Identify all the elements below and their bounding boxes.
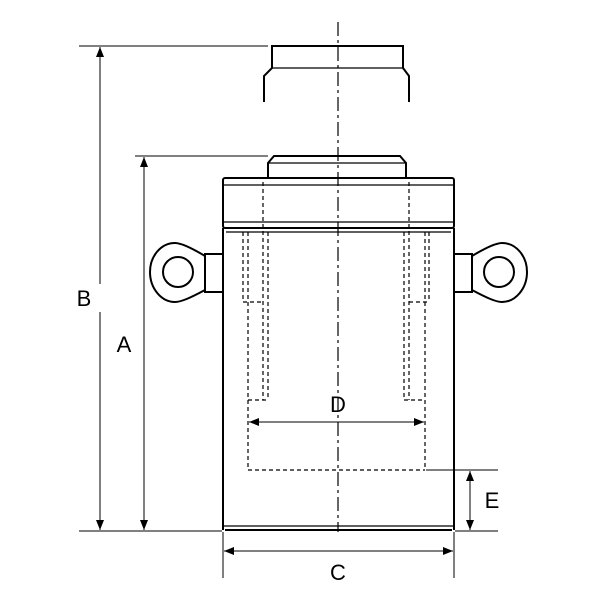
left-lifting-eye xyxy=(148,241,223,304)
dimension-e xyxy=(426,469,498,532)
retracted-plunger xyxy=(267,155,407,178)
label-b: B xyxy=(77,286,92,311)
hidden-internals xyxy=(242,182,430,471)
extended-plunger xyxy=(263,45,410,102)
label-d: D xyxy=(330,392,346,417)
label-c: C xyxy=(330,560,346,585)
dimension-c xyxy=(222,532,455,578)
dimension-a xyxy=(112,155,268,530)
dimension-b xyxy=(79,45,268,532)
label-e: E xyxy=(485,488,500,513)
label-a: A xyxy=(117,332,132,357)
cylinder-body xyxy=(222,228,455,531)
right-lifting-eye xyxy=(454,241,529,304)
